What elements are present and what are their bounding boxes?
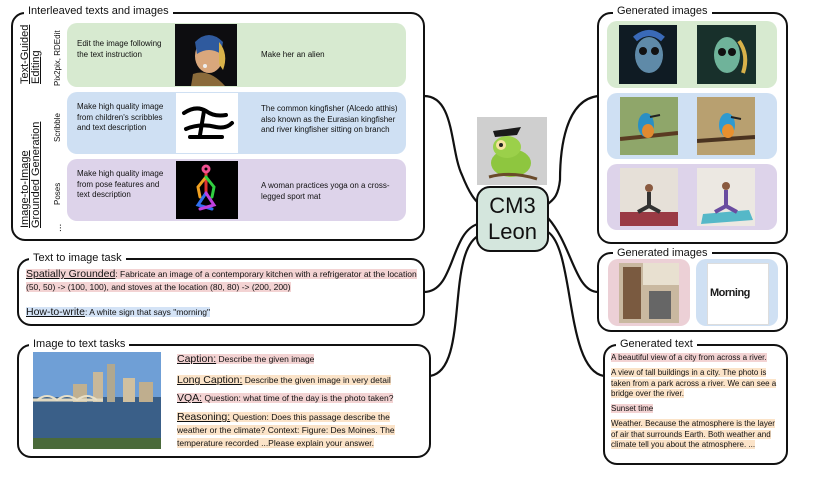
center-node: CM3 Leon xyxy=(476,186,549,252)
reasoning-task: Reasoning: Question: Does this passage d… xyxy=(177,411,421,450)
morning-sign-text: Morning xyxy=(710,287,750,299)
edit-instruction: Edit the image following the text instru… xyxy=(77,39,162,59)
generated-text-3-value: Sunset time xyxy=(611,404,654,413)
edit-prompt: Make her an alien xyxy=(261,50,325,59)
city-river-image xyxy=(33,352,161,449)
sign-tile: Morning xyxy=(696,259,778,326)
long-caption-key: Long Caption: xyxy=(177,374,243,386)
long-caption-text: Describe the given image in very detail xyxy=(244,375,391,385)
pose-prompt: A woman practices yoga on a cross-legged… xyxy=(261,181,390,201)
group2-label: Image-to-Image Grounded Generation xyxy=(19,121,42,228)
generated-images-mid-title: Generated images xyxy=(613,247,712,259)
image-to-text-title: Image to text tasks xyxy=(29,338,130,350)
spatial-text: : Fabricate an image of a contemporary k… xyxy=(26,269,417,292)
generated-images-top-title: Generated images xyxy=(613,5,712,17)
pose-image xyxy=(176,161,238,219)
kingfisher-image-1 xyxy=(620,97,678,155)
reasoning-text: Question: Does this passage describe the… xyxy=(177,412,395,448)
group1-sub: Pix2pix, RDEdit xyxy=(53,30,62,86)
pose-instruction: Make high quality image from pose featur… xyxy=(77,169,164,199)
kitchen-tile xyxy=(608,259,690,326)
howto-key: How-to-write xyxy=(26,306,85,318)
pose-row: Make high quality image from pose featur… xyxy=(67,159,406,221)
yoga-image-2 xyxy=(697,168,755,226)
scribble-instruction: Make high quality image from children's … xyxy=(77,102,164,132)
long-caption-task: Long Caption: Describe the given image i… xyxy=(177,374,391,387)
poses-sub: Poses xyxy=(53,182,62,205)
alien-row xyxy=(607,21,777,88)
vqa-text: Question: what time of the day is the ph… xyxy=(204,393,394,403)
center-title-line2: Leon xyxy=(488,219,537,244)
alien-image-2 xyxy=(697,25,756,84)
yoga-row xyxy=(607,164,777,230)
scribble-prompt: The common kingfisher (Alcedo atthis) al… xyxy=(261,104,398,134)
morning-sign-image: Morning xyxy=(707,263,769,325)
generated-text-4-value: Weather. Because the atmosphere is the l… xyxy=(611,419,775,449)
center-title-line1: CM3 xyxy=(489,193,536,218)
reasoning-key: Reasoning: xyxy=(177,411,231,423)
edit-row: Edit the image following the text instru… xyxy=(67,23,406,87)
caption-task: Caption: Describe the given image xyxy=(177,353,315,366)
chameleon-mascot-image xyxy=(477,117,547,185)
generated-text-1-value: A beautiful view of a city from across a… xyxy=(611,353,767,362)
generated-text-2: A view of tall buildings in a city. The … xyxy=(611,368,779,400)
caption-text: Describe the given image xyxy=(218,354,315,364)
scribble-sub: Scribble xyxy=(53,113,62,142)
howto-text: : A white sign that says "morning" xyxy=(84,307,211,317)
vqa-key: VQA: xyxy=(177,392,203,404)
scribble-image xyxy=(176,93,238,153)
kingfisher-row xyxy=(607,93,777,159)
generated-text-4: Weather. Because the atmosphere is the l… xyxy=(611,419,779,451)
ellipsis-sub: ... xyxy=(53,223,64,232)
generated-text-1: A beautiful view of a city from across a… xyxy=(611,353,779,364)
group1-label: Text-Guided Editing xyxy=(19,24,42,84)
kitchen-image xyxy=(619,263,679,323)
kingfisher-image-2 xyxy=(697,97,755,155)
generated-text-3: Sunset time xyxy=(611,404,779,415)
vqa-task: VQA: Question: what time of the day is t… xyxy=(177,392,394,405)
yoga-image-1 xyxy=(620,168,678,226)
generated-text-title: Generated text xyxy=(616,338,697,350)
text-to-image-title: Text to image task xyxy=(29,252,126,264)
interleaved-title: Interleaved texts and images xyxy=(24,5,173,17)
girl-pearl-image xyxy=(175,24,237,86)
spatial-key: Spatially Grounded xyxy=(26,268,116,280)
caption-key: Caption: xyxy=(177,353,217,365)
spatial-task: Spatially Grounded: Fabricate an image o… xyxy=(26,268,418,294)
alien-image-1 xyxy=(619,25,677,84)
scribble-row: Make high quality image from children's … xyxy=(67,92,406,154)
generated-text-2-value: A view of tall buildings in a city. The … xyxy=(611,368,777,398)
howto-task: How-to-write: A white sign that says "mo… xyxy=(26,306,211,319)
